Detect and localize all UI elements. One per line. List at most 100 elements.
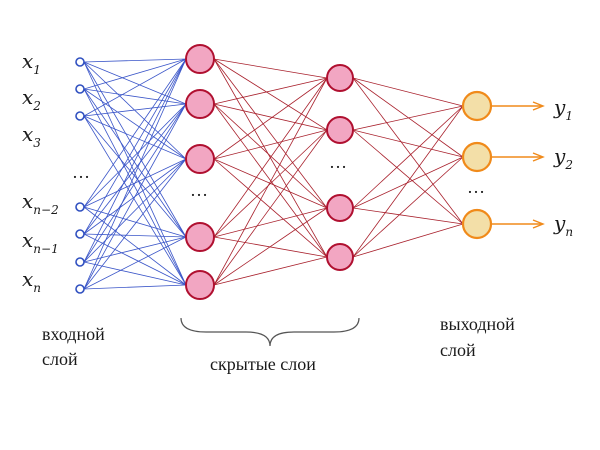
output-neuron xyxy=(461,141,493,173)
input-connection xyxy=(83,103,187,117)
hidden-layers-brace xyxy=(180,317,360,347)
input-connection xyxy=(83,236,187,263)
input-label-n: xn xyxy=(22,267,41,295)
input-neuron xyxy=(75,202,85,212)
hidden-connection xyxy=(213,103,328,209)
input-connection xyxy=(83,236,187,290)
input-connection xyxy=(83,103,187,235)
hidden-layer-1-ellipsis: … xyxy=(190,180,208,200)
input-label-2: x2 xyxy=(22,85,41,113)
hidden-neuron-layer-2 xyxy=(326,116,354,144)
output-arrow-head xyxy=(532,219,545,229)
input-connection xyxy=(83,261,187,286)
hidden-layers-caption: скрытые слои xyxy=(210,354,316,374)
output-arrow-head xyxy=(532,101,545,111)
hidden-connection xyxy=(213,207,328,286)
input-connection xyxy=(83,284,187,290)
hidden-neuron-layer-1 xyxy=(185,144,215,174)
connections xyxy=(83,58,464,290)
input-connection xyxy=(83,58,187,63)
input-connection xyxy=(83,61,187,105)
output-connection xyxy=(352,77,464,107)
output-neuron xyxy=(461,90,493,122)
input-connection xyxy=(83,233,187,238)
input-connection xyxy=(83,58,187,235)
input-neuron xyxy=(75,284,85,294)
input-connection xyxy=(83,115,187,160)
output-neuron xyxy=(461,208,493,240)
hidden-neuron-layer-2 xyxy=(326,243,354,271)
hidden-connection xyxy=(213,256,328,286)
output-connection xyxy=(352,105,464,131)
output-labels: y1 y2 yn xyxy=(553,95,573,239)
input-connection xyxy=(83,103,187,208)
output-connection xyxy=(352,105,464,258)
input-connection xyxy=(83,206,187,286)
input-connection xyxy=(83,115,187,238)
hidden-connection xyxy=(213,129,328,286)
input-connection xyxy=(83,103,187,290)
output-connection xyxy=(352,223,464,258)
hidden-neuron-layer-1 xyxy=(185,89,215,119)
output-layer-caption-line2: слой xyxy=(440,340,476,360)
input-labels: x1 x2 x3 … xn−2 xn−1 xn xyxy=(22,49,90,295)
output-arrow-head xyxy=(532,152,545,162)
input-connection xyxy=(83,88,187,286)
hidden-connection xyxy=(213,207,328,238)
output-connection xyxy=(352,129,464,158)
input-label-3: x3 xyxy=(22,122,41,150)
output-layer-caption-line1: выходной xyxy=(440,314,515,334)
output-label-1: y1 xyxy=(553,95,573,123)
input-neuron xyxy=(75,229,85,239)
hidden-layer-2-ellipsis: … xyxy=(329,152,347,172)
output-connection xyxy=(352,77,464,158)
hidden-connection xyxy=(213,58,328,209)
hidden-neuron-layer-1 xyxy=(185,44,215,74)
hidden-connection xyxy=(213,129,328,238)
hidden-neuron-layer-1 xyxy=(185,222,215,252)
input-connection xyxy=(83,58,187,117)
input-connection xyxy=(83,115,187,286)
hidden-neuron-layer-1 xyxy=(185,270,215,300)
output-connection xyxy=(352,156,464,258)
output-connection xyxy=(352,207,464,225)
input-connection xyxy=(83,58,187,263)
hidden-connection xyxy=(213,77,328,105)
hidden-connection xyxy=(213,58,328,79)
input-ellipsis: … xyxy=(72,162,90,182)
input-connection xyxy=(83,88,187,160)
input-neuron xyxy=(75,84,85,94)
input-connection xyxy=(83,88,187,105)
hidden-connection xyxy=(213,77,328,238)
input-layer-caption-line2: слой xyxy=(42,349,78,369)
input-connection xyxy=(83,233,187,286)
hidden-connection xyxy=(213,236,328,258)
hidden-connection xyxy=(213,77,328,286)
hidden-connection xyxy=(213,58,328,131)
neurons xyxy=(75,44,493,300)
output-label-2: y2 xyxy=(553,144,573,172)
input-connection xyxy=(83,58,187,90)
input-label-n-1: xn−1 xyxy=(22,228,59,256)
hidden-connection xyxy=(213,77,328,160)
input-neuron xyxy=(75,111,85,121)
output-ellipsis: … xyxy=(467,177,485,197)
output-connection xyxy=(352,156,464,209)
input-neuron xyxy=(75,257,85,267)
output-connection xyxy=(352,77,464,225)
output-label-n: yn xyxy=(553,211,573,239)
input-connection xyxy=(83,158,187,263)
input-label-1: x1 xyxy=(22,49,41,77)
output-connection xyxy=(352,105,464,209)
input-layer-caption-line1: входной xyxy=(42,324,105,344)
input-connection xyxy=(83,103,187,263)
output-arrows xyxy=(491,101,545,229)
hidden-connection xyxy=(213,129,328,160)
input-neuron xyxy=(75,57,85,67)
input-connection xyxy=(83,58,187,290)
hidden-neuron-layer-2 xyxy=(326,64,354,92)
hidden-connection xyxy=(213,103,328,258)
input-connection xyxy=(83,61,187,160)
input-label-n-2: xn−2 xyxy=(22,189,59,217)
